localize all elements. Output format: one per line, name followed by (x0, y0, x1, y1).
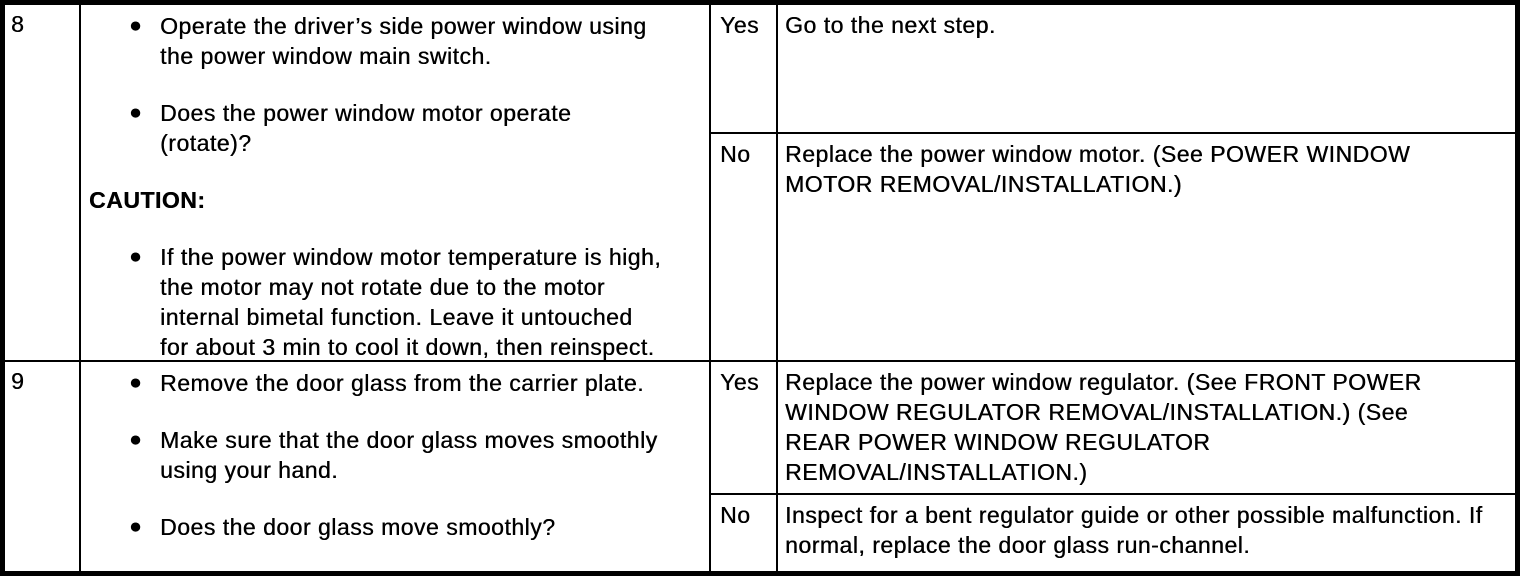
results-column: Yes Replace the power window regulator. … (711, 362, 1515, 571)
inspection-text: Does the door glass move smoothly? (160, 514, 556, 540)
answer-cell: No (711, 134, 778, 360)
bullet-icon: ● (129, 515, 143, 538)
bullet-icon: ● (129, 245, 143, 268)
results-column: Yes Go to the next step. No Replace the … (711, 5, 1515, 360)
inspection-text: Make sure that the door glass moves smoo… (160, 427, 658, 483)
action-cell: Replace the power window regulator. (See… (785, 369, 1422, 485)
result-row: No Inspect for a bent regulator guide or… (711, 495, 1515, 571)
action-cell: Go to the next step. (785, 12, 996, 38)
bullet-icon: ● (129, 101, 143, 124)
bullet-icon: ● (129, 428, 143, 451)
result-row: No Replace the power window motor. (See … (711, 134, 1515, 360)
result-row: Yes Replace the power window regulator. … (711, 362, 1515, 495)
inspection-bullet: ● Does the power window motor operate (r… (81, 98, 709, 158)
caution-bullet: ● If the power window motor temperature … (81, 242, 709, 360)
table-row: 9 ● Remove the door glass from the carri… (5, 362, 1515, 571)
inspection-text: Does the power window motor operate (rot… (160, 100, 572, 156)
answer-cell: No (711, 495, 778, 571)
answer-cell: Yes (711, 362, 778, 493)
inspection-bullet: ● Remove the door glass from the carrier… (81, 368, 709, 398)
inspection-cell: ● Operate the driver’s side power window… (81, 5, 711, 360)
inspection-bullet: ● Operate the driver’s side power window… (81, 11, 709, 71)
action-cell: Replace the power window motor. (See POW… (785, 141, 1411, 197)
table-row: 8 ● Operate the driver’s side power wind… (5, 5, 1515, 362)
inspection-cell: ● Remove the door glass from the carrier… (81, 362, 711, 571)
bullet-icon: ● (129, 371, 143, 394)
inspection-text: Operate the driver’s side power window u… (160, 13, 647, 69)
caution-text: If the power window motor temperature is… (160, 244, 662, 360)
caution-heading: CAUTION: (89, 187, 206, 213)
inspection-bullet: ● Make sure that the door glass moves sm… (81, 425, 709, 485)
step-number-cell: 9 (5, 362, 81, 571)
result-row: Yes Go to the next step. (711, 5, 1515, 134)
action-cell: Inspect for a bent regulator guide or ot… (785, 502, 1483, 558)
step-number-cell: 8 (5, 5, 81, 360)
inspection-text: Remove the door glass from the carrier p… (160, 370, 644, 396)
answer-cell: Yes (711, 5, 778, 132)
bullet-icon: ● (129, 14, 143, 37)
inspection-bullet: ● Does the door glass move smoothly? (81, 512, 709, 542)
